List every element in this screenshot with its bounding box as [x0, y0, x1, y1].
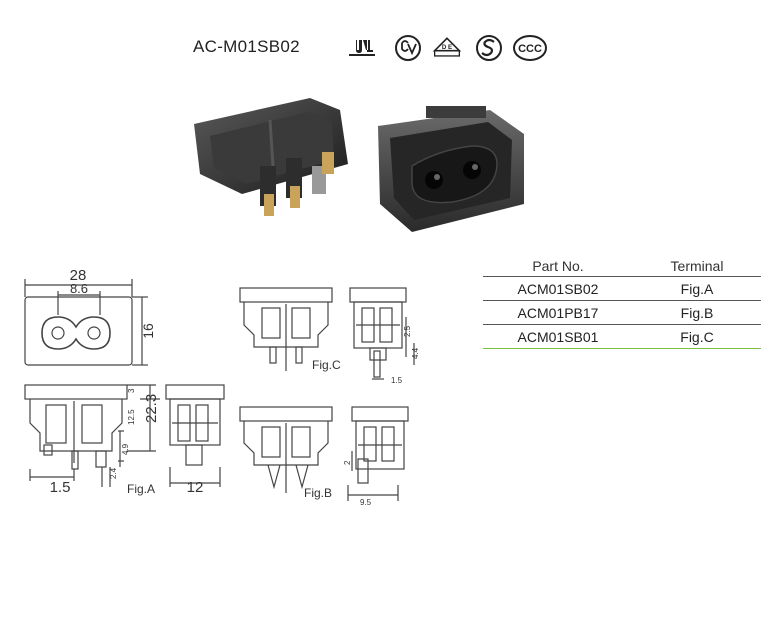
fig-c-drawing: [239, 287, 333, 371]
col-part-no: Part No.: [532, 258, 584, 274]
dim-28: 28: [70, 267, 87, 284]
fig-a-drawing: [24, 384, 160, 487]
dim-22-3: 22.3: [143, 394, 160, 423]
front-view-drawing: [24, 279, 148, 366]
model-title: AC-M01SB02: [193, 37, 300, 56]
part-number-table: Part No. Terminal ACM01SB02 Fig.A ACM01P…: [483, 252, 761, 349]
dim-12: 12: [187, 479, 204, 496]
cell-terminal: Fig.C: [680, 328, 714, 345]
vde-icon: D E: [432, 37, 462, 57]
fig-c-label: Fig.C: [312, 358, 341, 372]
table-row: ACM01PB17 Fig.B: [483, 301, 761, 325]
product-photo: [194, 98, 524, 232]
dim-4-9: 4.9: [121, 443, 130, 455]
table-header: Part No. Terminal: [483, 252, 761, 277]
table-row: ACM01SB01 Fig.C: [483, 325, 761, 349]
csa-icon: [395, 35, 421, 61]
svg-text:CCC: CCC: [518, 43, 542, 55]
fig-b-end-drawing: [347, 406, 409, 501]
dim-2: 2: [343, 460, 352, 465]
cell-part: ACM01PB17: [517, 304, 599, 321]
dim-4-4: 4.4: [411, 347, 420, 359]
svg-text:D E: D E: [442, 44, 452, 51]
dim-1-5: 1.5: [50, 479, 71, 496]
dim-2-4: 2.4: [109, 467, 118, 479]
fig-c-end-drawing: [349, 287, 415, 380]
dim-16: 16: [140, 323, 156, 339]
cell-terminal: Fig.B: [680, 304, 714, 321]
fig-a-label: Fig.A: [127, 482, 155, 496]
col-terminal: Terminal: [670, 258, 724, 274]
dim-2-5: 2.5: [403, 325, 412, 337]
dim-9-5: 9.5: [360, 498, 372, 507]
dim-c-1-5: 1.5: [391, 376, 403, 385]
ccc-icon: CCC: [513, 35, 547, 61]
table-row: ACM01SB02 Fig.A: [483, 277, 761, 301]
cell-terminal: Fig.A: [680, 280, 714, 297]
fig-a-end-drawing: [165, 384, 225, 487]
ul-recognized-icon: [349, 40, 375, 56]
cell-part: ACM01SB02: [517, 280, 599, 297]
dim-12-5: 12.5: [127, 409, 136, 425]
fig-b-label: Fig.B: [304, 486, 332, 500]
fig-b-drawing: [239, 406, 333, 493]
technical-drawings: 28 8.6 16 3 12.5 22.3 4.9 2.4 1.5 Fig.A …: [24, 267, 420, 507]
dim-3: 3: [127, 388, 136, 393]
dim-8-6: 8.6: [70, 281, 88, 296]
cell-part: ACM01SB01: [517, 328, 599, 345]
s-mark-icon: [476, 35, 502, 61]
